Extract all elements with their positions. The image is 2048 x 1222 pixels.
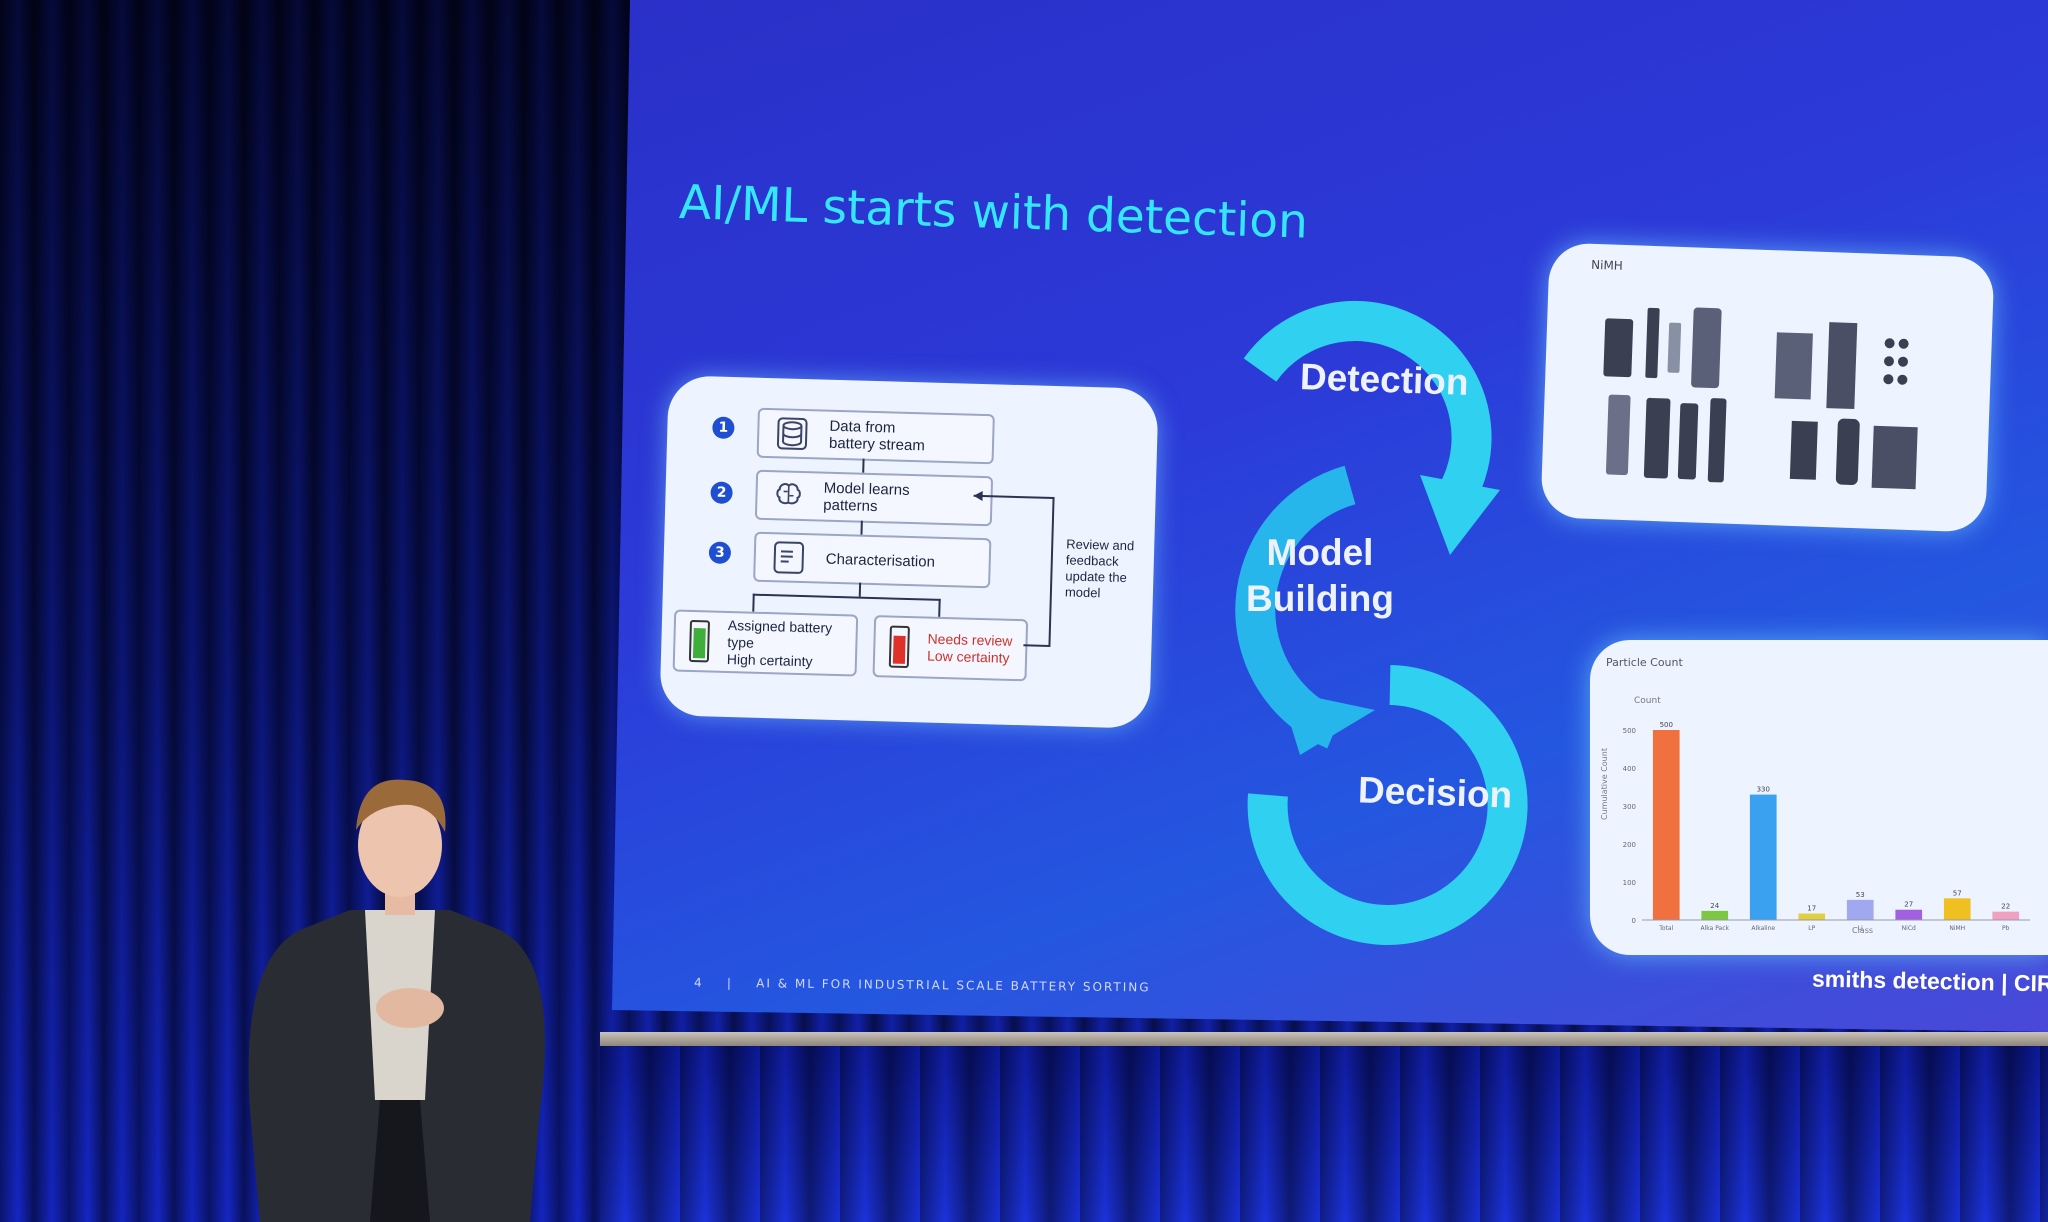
- detection-arc: [1243, 301, 1492, 517]
- decision-arc: [1247, 665, 1528, 945]
- bar-value-label: 53: [1856, 891, 1865, 899]
- outcome-ok-line2: High certainty: [726, 650, 813, 669]
- brand-logo: smiths detection | CIR: [1811, 965, 2048, 997]
- bar-value-label: 24: [1710, 902, 1719, 910]
- battery-full-icon: [688, 619, 711, 663]
- step-2-line2: patterns: [823, 496, 878, 516]
- stage-detection-label: Detection: [1299, 356, 1470, 403]
- clipboard-icon: [773, 541, 805, 575]
- chart-x-axis-label: Class: [1852, 926, 1874, 935]
- screen-bottom-bar: [600, 1032, 2048, 1046]
- outcome-ok-line1: Assigned battery type: [727, 616, 833, 651]
- x-tick-label: NiMH: [1949, 925, 1965, 932]
- connector-to-ok: [752, 593, 755, 612]
- x-tick-label: Pb: [2002, 925, 2010, 932]
- bar-alka-pack: [1701, 910, 1729, 920]
- bar-value-label: 57: [1953, 889, 1962, 897]
- speaker-person: [248, 779, 546, 1222]
- speaker-face: [358, 793, 442, 897]
- bar-value-label: 22: [2001, 903, 2010, 911]
- detection-arrowhead: [1420, 475, 1500, 555]
- connector-1-2: [862, 458, 865, 473]
- footer-page-number: 4: [693, 975, 704, 990]
- connector-to-review: [938, 598, 941, 617]
- stage-model-building-label: Model Building: [1246, 532, 1394, 619]
- chart-legend-title: Count: [1634, 696, 1661, 706]
- brain-icon: [775, 481, 802, 510]
- step-label-characterisation: Characterisation: [825, 550, 936, 571]
- step-number-1: 1: [712, 416, 735, 440]
- step-1-line2: battery stream: [828, 434, 926, 455]
- step-number-3: 3: [708, 541, 732, 565]
- database-icon: [776, 417, 808, 451]
- battery-xray-image: [1603, 307, 1918, 490]
- speaker-hands: [376, 988, 444, 1028]
- chart-title: Particle Count: [1606, 656, 1683, 669]
- stage-curtain-lower: [600, 1045, 2048, 1222]
- bar-nimh: [1943, 898, 1971, 920]
- model-building-arrowhead: [1280, 690, 1375, 755]
- y-tick-label: 300: [1623, 803, 1636, 811]
- cycle-diagram: [1235, 301, 1528, 945]
- step-box-characterisation: Characterisation: [753, 531, 992, 589]
- stage-decision-label: Decision: [1357, 769, 1513, 816]
- bar-li: [1846, 899, 1874, 920]
- x-tick-label: LP: [1808, 925, 1815, 932]
- bar-total: [1652, 730, 1680, 920]
- bar-alkaline: [1749, 794, 1777, 920]
- bar-value-label: 330: [1757, 786, 1770, 794]
- y-tick-label: 0: [1632, 917, 1636, 925]
- battery-low-icon: [888, 625, 910, 669]
- y-tick-label: 500: [1623, 727, 1636, 735]
- y-tick-label: 100: [1623, 879, 1636, 887]
- y-tick-label: 400: [1623, 765, 1636, 773]
- feedback-loop-arrow: [973, 491, 1055, 647]
- speaker-trousers: [370, 1100, 430, 1222]
- step-number-2: 2: [710, 481, 733, 505]
- connector-split: [752, 593, 941, 601]
- bar-pb: [1992, 911, 2020, 920]
- speaker-hair: [356, 779, 446, 832]
- particle-count-chart-card: Particle Count Count Cumulative Count Cl…: [1590, 640, 2048, 955]
- bar-value-label: 17: [1807, 905, 1816, 913]
- x-tick-label: Total: [1658, 925, 1673, 932]
- step-1-line1: Data from: [829, 417, 896, 437]
- feedback-label: Review and feedback update the model: [1064, 536, 1135, 601]
- footer-separator: |: [726, 975, 734, 991]
- connector-2-3: [860, 520, 863, 535]
- battery-image-card: NiMH: [1540, 242, 1995, 533]
- y-tick-label: 200: [1623, 841, 1636, 849]
- bar-nicd: [1895, 909, 1923, 920]
- bar-lp: [1798, 913, 1826, 920]
- x-tick-label: Li: [1858, 925, 1863, 932]
- x-tick-label: NiCd: [1902, 925, 1916, 932]
- x-tick-label: Alkaline: [1751, 925, 1775, 932]
- connector-3-split: [858, 582, 862, 597]
- battery-image-label: NiMH: [1590, 257, 1624, 273]
- bar-value-label: 27: [1904, 901, 1913, 909]
- x-tick-label: Alka Pack: [1700, 925, 1729, 932]
- bar-value-label: 500: [1660, 721, 1673, 729]
